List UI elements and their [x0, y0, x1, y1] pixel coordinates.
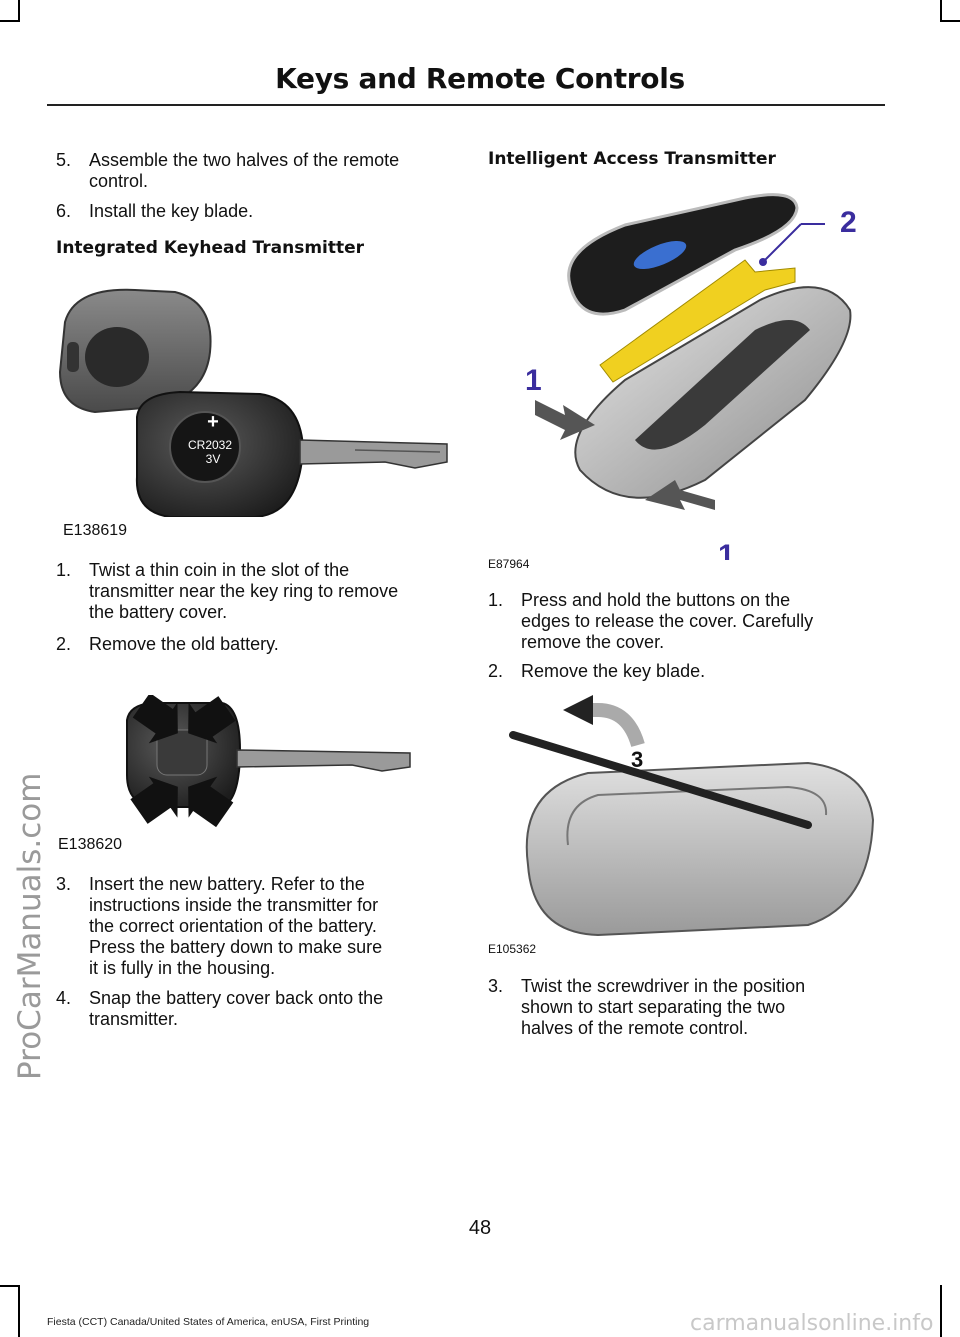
header-rule	[47, 104, 885, 106]
screwdriver-figure: 3	[509, 695, 875, 937]
watermark: ProCarManuals.com	[12, 772, 48, 1080]
crop-mark	[0, 1285, 20, 1287]
callout-2: 2	[840, 206, 857, 239]
step-number: 6.	[56, 201, 72, 221]
callout-1b: 1	[718, 539, 735, 560]
step-number: 5.	[56, 150, 72, 170]
battery-label: CR2032	[188, 438, 232, 452]
footer-text: Fiesta (CCT) Canada/United States of Ame…	[47, 1316, 370, 1328]
page-title: Keys and Remote Controls	[275, 62, 685, 95]
crop-mark	[940, 1285, 942, 1337]
figure-code: E87964	[488, 557, 530, 571]
footer-url: carmanualsonline.info	[690, 1311, 934, 1336]
keyhead-battery-figure: + CR2032 3V	[58, 288, 448, 517]
crop-mark	[0, 20, 20, 22]
section-heading: Integrated Keyhead Transmitter	[56, 238, 365, 258]
page-number: 48	[468, 1217, 492, 1239]
step-text: Install the key blade.	[89, 201, 254, 221]
section-heading: Intelligent Access Transmitter	[488, 149, 776, 169]
keyhead-arrows-figure	[126, 695, 411, 828]
figure-code: E138620	[58, 836, 123, 853]
callout-1a: 1	[525, 364, 542, 397]
intelligent-access-figure: 2 1 1	[525, 193, 857, 560]
crop-mark	[940, 0, 942, 22]
crop-mark	[940, 20, 960, 22]
crop-mark	[18, 1285, 20, 1337]
battery-plus: +	[207, 411, 219, 433]
callout-3: 3	[631, 747, 643, 772]
figure-code: E138619	[63, 522, 128, 539]
battery-voltage: 3V	[206, 452, 221, 466]
figure-code: E105362	[488, 942, 537, 956]
crop-mark	[18, 0, 20, 22]
